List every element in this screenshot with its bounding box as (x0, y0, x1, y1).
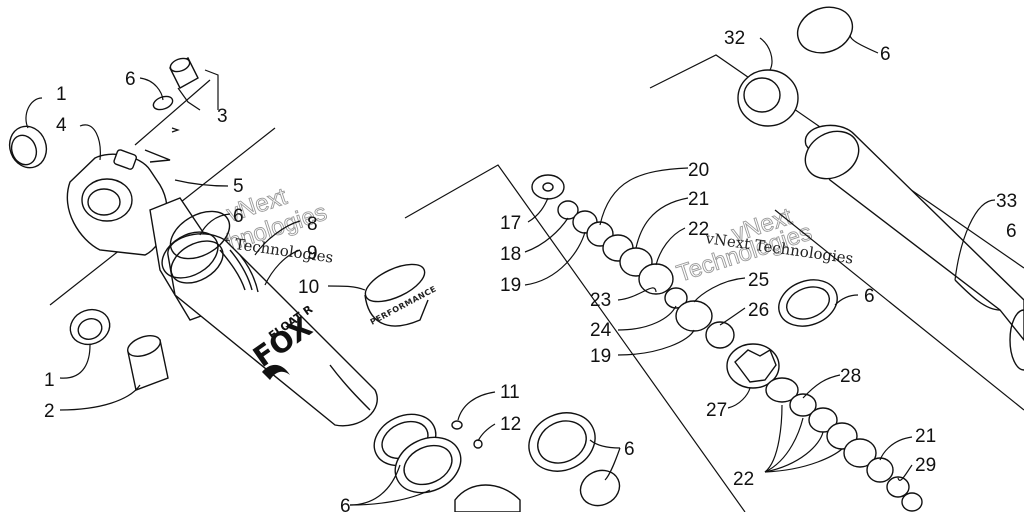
callout-number: 8 (307, 214, 318, 235)
seal-head-part (737, 69, 799, 127)
callout-number: 28 (840, 366, 861, 387)
callout-number: 21 (915, 426, 936, 447)
valve-rod-part (144, 149, 171, 163)
callout-number: 6 (233, 206, 244, 227)
leader-lines (25, 34, 996, 506)
callout-number: 22 (733, 469, 754, 490)
callout-number: 33 (996, 191, 1017, 212)
seal-ring-part (528, 412, 621, 507)
callout-number: 6 (624, 439, 635, 460)
o-ring-part (796, 6, 854, 54)
ball-part (473, 439, 483, 449)
panel-outline-left-top (134, 79, 211, 146)
callout-number: 22 (688, 219, 709, 240)
callout-number: 6 (125, 69, 136, 90)
seal-ring-part (373, 413, 521, 512)
callout-number: 3 (217, 106, 228, 127)
ball-part (451, 420, 463, 430)
panel-outline-middle (404, 164, 746, 512)
callout-number: 20 (688, 160, 709, 181)
callout-number: 19 (590, 346, 611, 367)
callout-number: 11 (500, 382, 520, 403)
shim-stack-part (765, 377, 923, 512)
valve-cap-part (169, 57, 199, 89)
reservoir-tube-part (804, 124, 1024, 342)
panel-outline-right (649, 54, 1024, 269)
bearing-cap-part (778, 279, 838, 327)
callout-number: 1 (56, 84, 67, 105)
callout-number: 4 (56, 115, 67, 136)
shim-stack-part (531, 174, 735, 349)
callout-number: 10 (298, 277, 319, 298)
o-ring-part (152, 95, 174, 111)
callout-number: 6 (1006, 221, 1017, 242)
callout-number: 1 (44, 370, 55, 391)
bushing-part (69, 308, 111, 346)
callout-number: 17 (500, 213, 521, 234)
callout-number: 23 (590, 290, 611, 311)
o-ring-part (169, 210, 231, 260)
callout-number: 6 (864, 286, 875, 307)
piston-part (726, 343, 780, 389)
shock-reservoir-body: FLOAT R FOX (66, 149, 378, 427)
callout-labels: 1 4 6 3 5 6 8 9 10 1 2 11 12 6 6 32 6 20… (44, 28, 1017, 512)
callout-number: 9 (307, 243, 318, 264)
callout-number: 26 (748, 300, 769, 321)
panel-outline-right-lower (774, 209, 1024, 411)
callout-number: 29 (915, 455, 936, 476)
bushing-part (8, 125, 48, 169)
callout-number: 27 (706, 400, 727, 421)
callout-number: 19 (500, 275, 521, 296)
callout-number: 25 (748, 270, 769, 291)
callout-number: 24 (590, 320, 612, 341)
callout-number: 32 (724, 28, 745, 49)
o-ring-part (1009, 309, 1024, 371)
sleeve-part (127, 335, 169, 391)
callout-number: 21 (688, 189, 709, 210)
performance-band-part: PERFORMANCE (364, 263, 438, 327)
callout-number: 12 (500, 414, 521, 435)
callout-number: 6 (880, 44, 891, 65)
callout-number: 6 (340, 496, 351, 512)
callout-number: 2 (44, 401, 55, 422)
callout-number: 5 (233, 176, 244, 197)
callout-number: 18 (500, 244, 521, 265)
